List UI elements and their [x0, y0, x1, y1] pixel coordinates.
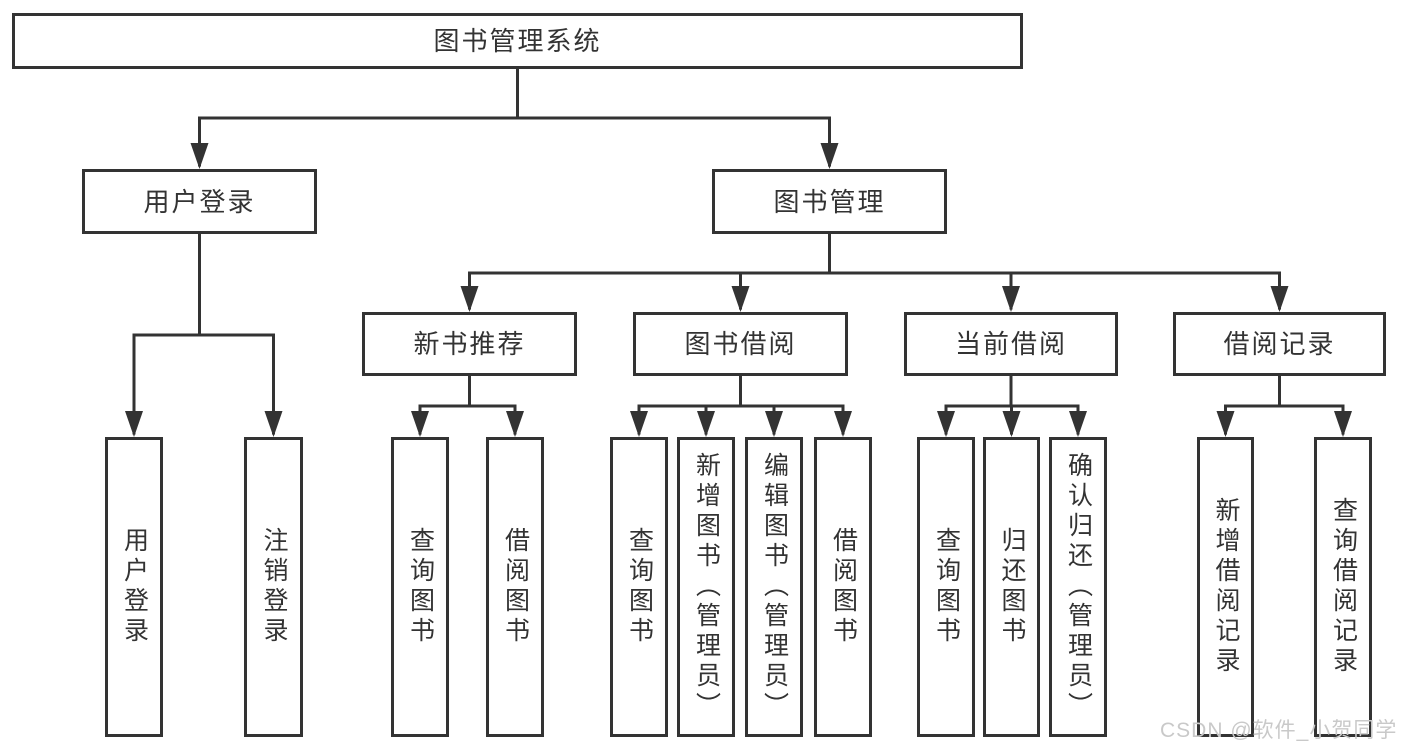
diagram-node-records: 借阅记录	[1173, 312, 1386, 376]
watermark-text: CSDN @软件_小贺同学	[1160, 719, 1398, 742]
node-label: 查询图书	[932, 527, 961, 647]
node-label: 用户登录	[120, 527, 149, 647]
diagram-node-login-user: 用户登录	[105, 437, 163, 737]
diagram-node-bw-query: 查询图书	[610, 437, 668, 737]
diagram-node-nb-borrow: 借阅图书	[486, 437, 544, 737]
arrowhead-icon	[834, 411, 852, 437]
node-label: 新书推荐	[413, 329, 526, 359]
arrowhead-icon	[460, 286, 479, 312]
arrowhead-icon	[697, 411, 715, 437]
node-label: 确认归还（管理员）	[1064, 452, 1093, 722]
diagram-node-current: 当前借阅	[904, 312, 1118, 376]
diagram-node-rec-add: 新增借阅记录	[1197, 437, 1254, 737]
node-label: 图书管理系统	[433, 26, 602, 56]
diagram-node-mgmt: 图书管理	[712, 169, 947, 234]
diagram-node-newbooks: 新书推荐	[362, 312, 577, 376]
arrowhead-icon	[1002, 286, 1020, 312]
arrowhead-icon	[125, 411, 143, 437]
diagram-node-borrow: 图书借阅	[633, 312, 848, 376]
arrowhead-icon	[1002, 411, 1021, 437]
arrowhead-icon	[820, 143, 839, 169]
arrowhead-icon	[630, 411, 648, 437]
diagram-node-login: 用户登录	[82, 169, 317, 234]
node-label: 借阅图书	[829, 527, 858, 647]
node-label: 借阅记录	[1223, 329, 1336, 359]
diagram-node-login-logout: 注销登录	[244, 437, 303, 737]
node-label: 借阅图书	[501, 527, 530, 647]
diagram-node-cur-confirm: 确认归还（管理员）	[1049, 437, 1107, 737]
node-label: 用户登录	[143, 186, 256, 217]
diagram-node-cur-query: 查询图书	[917, 437, 975, 737]
node-label: 新增借阅记录	[1212, 497, 1240, 677]
diagram-node-bw-borrow: 借阅图书	[814, 437, 872, 737]
arrowhead-icon	[264, 411, 283, 437]
arrowhead-icon	[731, 286, 750, 312]
node-label: 编辑图书（管理员）	[760, 452, 789, 722]
node-label: 注销登录	[260, 527, 288, 647]
arrowhead-icon	[1270, 286, 1289, 312]
diagram-node-nb-query: 查询图书	[391, 437, 449, 737]
arrowhead-icon	[190, 143, 209, 169]
node-label: 查询图书	[406, 527, 435, 647]
arrowhead-icon	[1069, 411, 1087, 437]
diagram-node-cur-return: 归还图书	[983, 437, 1040, 737]
node-label: 图书借阅	[684, 329, 797, 359]
diagram-node-rec-query: 查询借阅记录	[1314, 437, 1372, 737]
arrowhead-icon	[411, 411, 429, 437]
node-label: 归还图书	[998, 527, 1026, 647]
diagram-node-root: 图书管理系统	[12, 13, 1023, 69]
arrowhead-icon	[506, 411, 524, 437]
node-label: 查询图书	[625, 527, 654, 647]
diagram-node-bw-edit: 编辑图书（管理员）	[745, 437, 803, 737]
node-label: 新增图书（管理员）	[692, 452, 721, 722]
arrowhead-icon	[765, 411, 783, 437]
arrowhead-icon	[1216, 411, 1235, 437]
arrowhead-icon	[937, 411, 955, 437]
diagram-node-bw-add: 新增图书（管理员）	[677, 437, 735, 737]
arrowhead-icon	[1334, 411, 1352, 437]
node-label: 查询借阅记录	[1329, 497, 1358, 677]
node-label: 图书管理	[773, 186, 886, 217]
node-label: 当前借阅	[954, 329, 1067, 359]
